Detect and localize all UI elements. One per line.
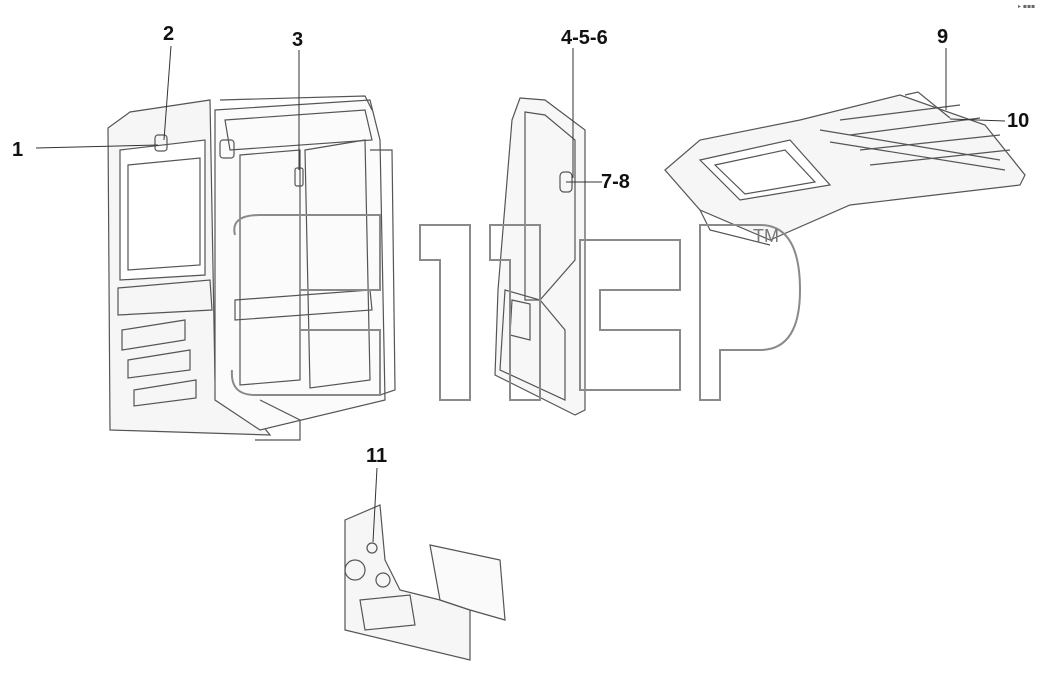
- callout-11: 11: [366, 445, 388, 467]
- leader-1: [35, 144, 159, 149]
- callout-1: 1: [12, 139, 24, 161]
- roof-panel: [664, 91, 1026, 246]
- leader-lines: [35, 45, 1006, 543]
- console-assembly: [344, 504, 506, 661]
- callout-4-5-6: 4-5-6: [561, 27, 608, 49]
- leader-2: [163, 45, 172, 141]
- callout-3: 3: [292, 29, 304, 51]
- leader-10: [949, 118, 1006, 122]
- corner-mark: ▸ ▪▪▪: [1018, 3, 1036, 10]
- callout-2: 2: [163, 23, 175, 45]
- watermark-trademark: TM: [753, 226, 779, 246]
- watermark-logo-shapes: [230, 214, 802, 401]
- callout-9: 9: [937, 26, 949, 48]
- callout-10: 10: [1007, 110, 1030, 132]
- cab-frame-assembly: [107, 95, 396, 441]
- leader-11: [372, 467, 378, 543]
- callout-7-8: 7-8: [601, 171, 630, 193]
